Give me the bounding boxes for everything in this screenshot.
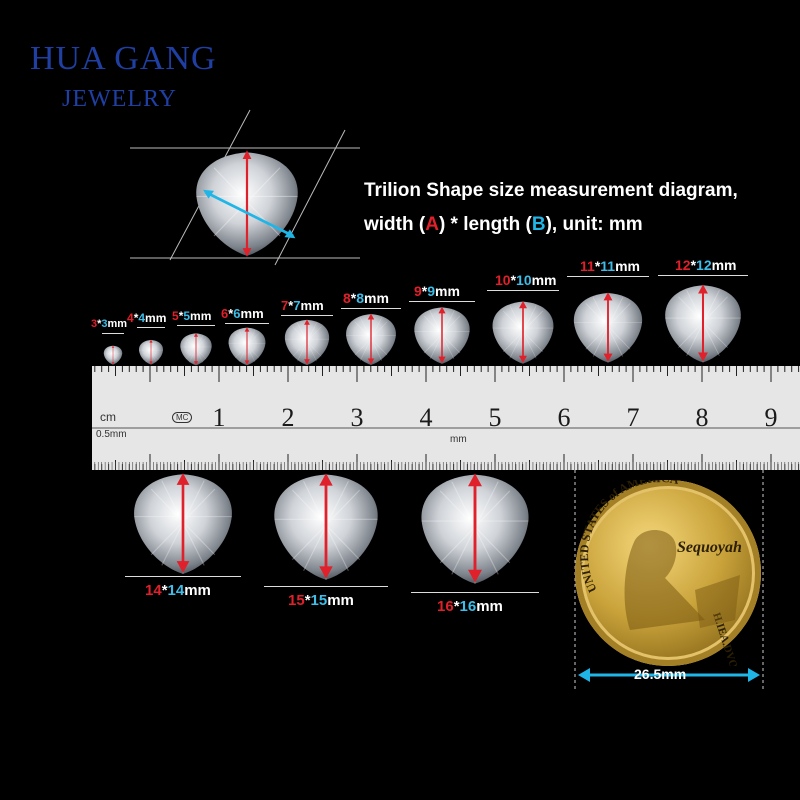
ruler-number: 7 [627,403,640,432]
size-label: 11*11mm [580,258,640,274]
ruler-mark: MC [172,412,193,423]
gem-size-14mm [134,473,232,574]
gem-size-10mm [492,300,554,364]
gem-size-16mm [421,473,529,584]
gem-size-12mm [665,284,741,363]
size-label: 6*6mm [221,306,264,321]
gem-size-8mm [346,313,396,365]
description-line1: Trilion Shape size measurement diagram, [364,180,738,201]
ruler-fine-unit: 0.5mm [96,429,127,440]
coin-face: UNITED STATES of AMERICA H.IEA.DVOAP Seq… [577,471,744,684]
gem-size-7mm [284,319,330,366]
size-underline [657,275,749,276]
size-label: 12*12mm [675,257,737,273]
size-label: 3*3mm [91,318,128,330]
size-underline [486,290,560,291]
brand-name: HUA GANG [30,40,217,77]
size-label: 16*16mm [437,598,503,615]
size-label: 10*10mm [495,272,557,288]
size-label: 9*9mm [414,283,460,299]
coin-name: Sequoyah [677,539,742,556]
coin-diameter-label: 26.5mm [634,666,687,682]
description-line2: width (A) * length (B), unit: mm [364,214,643,235]
gem-size-9mm [414,306,470,364]
coin: UNITED STATES of AMERICA H.IEA.DVOAP Seq… [575,471,761,684]
reference-gem [196,150,298,257]
size-underline [264,586,388,587]
ruler-number: 1 [213,403,226,432]
size-underline [177,325,215,326]
size-label: 15*15mm [288,592,354,609]
size-underline [225,323,269,324]
size-label: 4*4mm [127,311,167,325]
size-underline [567,276,649,277]
ruler-mm-unit: mm [450,434,467,445]
size-underline [124,576,242,577]
size-label: 14*14mm [145,582,211,599]
ruler-cm-unit: cm [100,410,116,424]
gem-size-11mm [573,292,643,363]
size-label: 7*7mm [281,298,324,313]
ruler-number: 3 [351,403,364,432]
gem-size-3mm [103,345,123,365]
size-label: 5*5mm [172,309,212,323]
ruler-number: 4 [420,403,433,432]
ruler-number: 2 [282,403,295,432]
size-underline [102,333,124,334]
gem-size-5mm [180,333,212,366]
size-underline [341,308,401,309]
gem-size-6mm [228,327,266,366]
size-underline [280,315,334,316]
ruler-number: 6 [558,403,571,432]
ruler-number: 8 [696,403,709,432]
size-underline [136,327,166,328]
gem-size-15mm [274,473,378,580]
gem-size-4mm [139,339,163,365]
ruler: 12345678910 cm 0.5mm mm MC [92,366,800,470]
ruler-scale: 12345678910 [92,366,800,470]
size-underline [409,301,475,302]
brand-subtitle: JEWELRY [62,86,177,112]
size-label: 8*8mm [343,290,389,306]
ruler-number: 5 [489,403,502,432]
ruler-number: 9 [765,403,778,432]
size-underline [411,592,539,593]
